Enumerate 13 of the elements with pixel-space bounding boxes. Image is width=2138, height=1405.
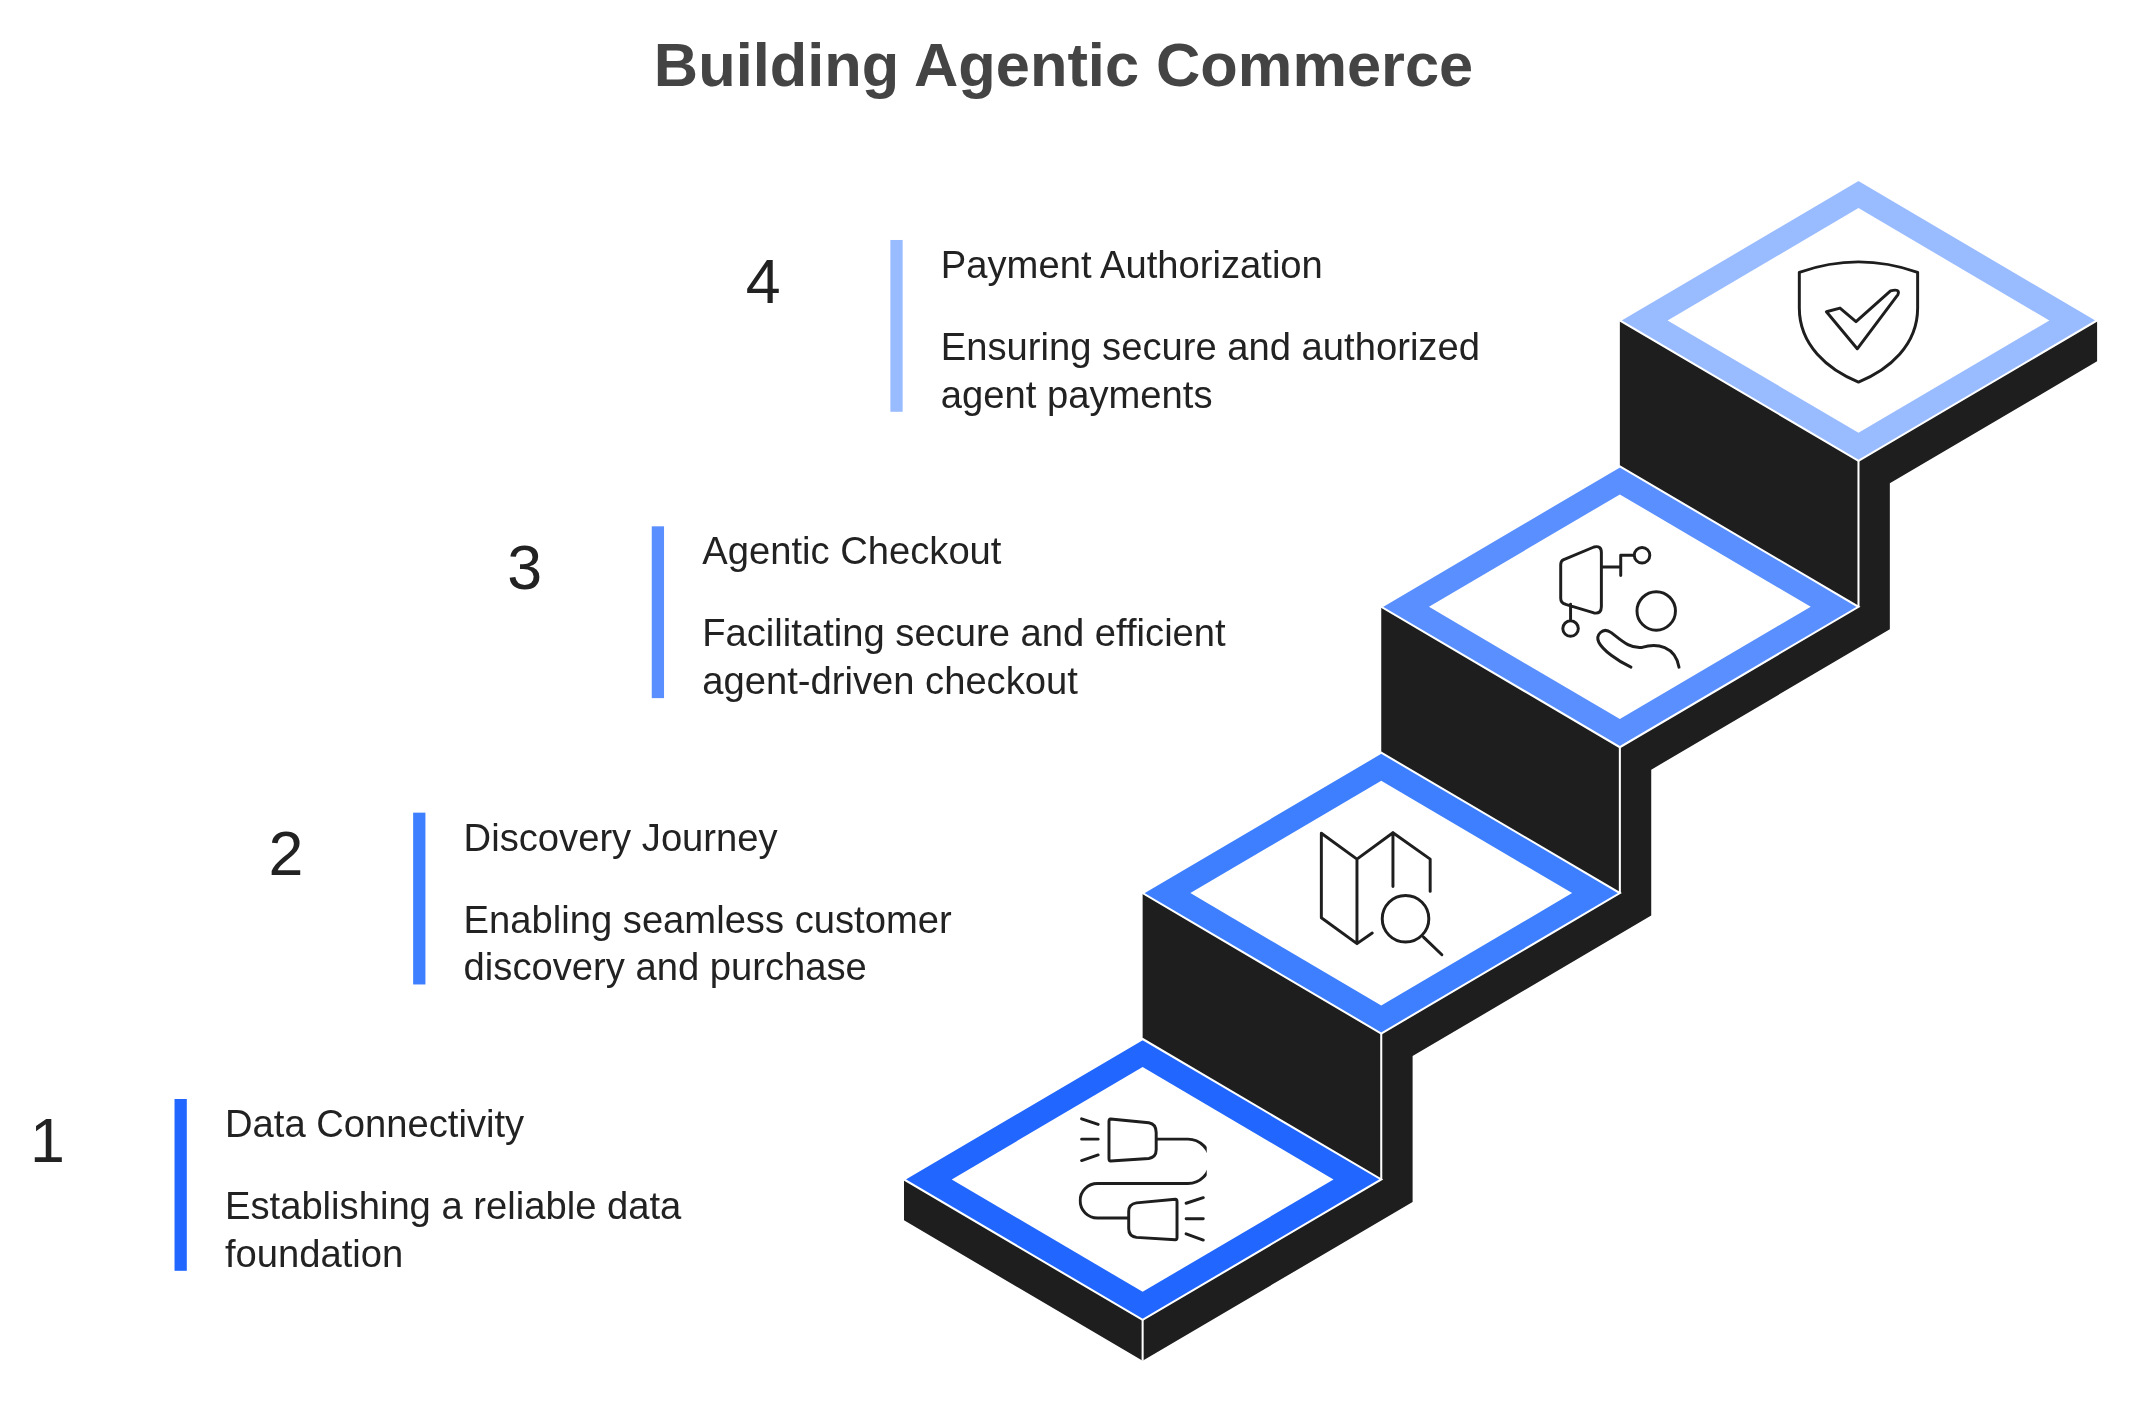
step-description: Ensuring secure and authorized agent payments	[940, 324, 1481, 418]
step-heading: Payment Authorization	[940, 243, 1324, 289]
step-number: 3	[507, 535, 543, 599]
step-description: Establishing a reliable data foundation	[225, 1183, 683, 1277]
step-heading: Discovery Journey	[463, 815, 779, 861]
step-description: Enabling seamless customer discovery and purchase	[463, 897, 953, 991]
title: Building Agentic Commerce	[653, 30, 1474, 101]
step-description: Facilitating secure and efficient agent-driven checkout	[702, 611, 1227, 705]
step-number: 1	[30, 1108, 65, 1172]
step-heading: Data Connectivity	[225, 1102, 526, 1148]
step-number: 2	[268, 822, 304, 885]
step-heading: Agentic Checkout	[702, 529, 1003, 575]
step-number: 4	[745, 249, 781, 313]
